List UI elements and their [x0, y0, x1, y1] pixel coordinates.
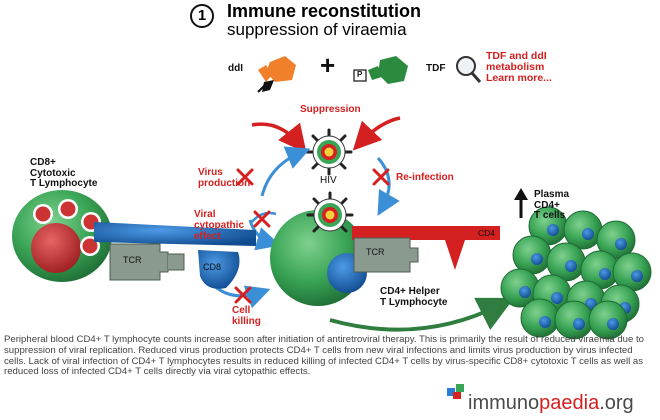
plasma-cd4-cell	[528, 206, 568, 246]
tdf-phosphate-label: P	[357, 70, 363, 79]
plasma-cd4-cell	[588, 300, 628, 340]
viral-cytopathic-line1: Viral	[194, 209, 216, 220]
cell-killing-line2: killing	[232, 316, 261, 327]
plasma-line1: Plasma	[534, 189, 570, 200]
hiv-virion-on-cell-icon	[306, 191, 354, 233]
cd4-receptor-label: CD4	[478, 228, 496, 238]
plasma-cd4-label: Plasma CD4+ T cells	[534, 189, 570, 222]
viral-cytopathic-line3: effect	[194, 231, 221, 242]
ddi-molecule-icon	[257, 56, 296, 93]
logo-part3: .org	[599, 392, 634, 414]
cd4-cell-label: CD4+ Helper T Lymphocyte	[380, 286, 447, 308]
viral-cytopathic-label: Viral cytopathic effect	[194, 209, 244, 242]
virus-production-label: Virus production	[198, 167, 250, 189]
suppression-label: Suppression	[300, 104, 361, 115]
cell-killing-line1: Cell	[232, 305, 251, 316]
cell-killing-label: Cell killing	[232, 305, 261, 327]
cd4-cell-line2: T Lymphocyte	[380, 297, 448, 308]
plasma-cd4-cell-cluster	[500, 206, 652, 340]
cytopathic-blocked-icon	[253, 210, 271, 228]
cd8-cell-line2: Cytotoxic	[30, 167, 76, 179]
logo-part1: immuno	[468, 392, 540, 414]
cell-killing-blocked-icon	[234, 286, 252, 304]
ddi-label: ddI	[228, 63, 243, 74]
tcr-right-receptor	[353, 237, 419, 273]
plasma-cd4-cell	[512, 235, 552, 275]
page-title: Immune reconstitution	[227, 1, 422, 21]
cd8-cell-line1: CD8+	[30, 157, 56, 168]
virus-production-line2: production	[198, 178, 251, 189]
reinfection-blocked-icon	[372, 168, 390, 186]
plus-sign: +	[320, 50, 336, 80]
suppression-arrow-left	[251, 122, 307, 154]
learn-more-line3: Learn more...	[486, 72, 552, 84]
learn-more-line1: TDF and ddI	[486, 50, 547, 62]
hiv-virion-icon	[305, 128, 353, 176]
learn-more-link[interactable]: TDF and ddI metabolism Learn more...	[486, 51, 552, 84]
cd4-receptor	[352, 226, 500, 270]
viral-cytopathic-arrow-2	[251, 211, 277, 223]
plasma-cd4-cell	[580, 250, 620, 290]
plasma-cd4-cell	[612, 252, 652, 292]
hiv-label: HIV	[320, 175, 337, 186]
cd8-cell-line3: T Lymphocyte	[30, 178, 98, 189]
tcr-left-receptor	[109, 243, 185, 281]
viral-cytopathic-line2: cytopathic	[194, 220, 245, 231]
virus-production-blocked-icon	[236, 168, 254, 186]
site-logo: immunopaedia.org	[468, 392, 634, 415]
logo-cubes-icon	[447, 384, 464, 399]
up-arrow-icon	[514, 188, 528, 218]
tcr-right-label: TCR	[366, 247, 385, 257]
cd8-cell-label: CD8+ Cytotoxic T Lymphocyte	[30, 157, 98, 190]
cd8-t-cell	[12, 190, 112, 282]
learn-more-line2: metabolism	[486, 61, 545, 73]
plasma-line2: CD4+	[534, 199, 560, 211]
increase-arrow	[329, 297, 515, 332]
caption-text: Peripheral blood CD4+ T lymphocyte count…	[4, 334, 644, 378]
reinfection-arrow	[376, 156, 400, 216]
plasma-cd4-cell	[520, 298, 560, 338]
logo-part2: paedia	[539, 392, 600, 414]
tcr-left-label: TCR	[123, 255, 142, 265]
reinfection-label: Re-infection	[396, 172, 454, 183]
page-subtitle: suppression of viraemia	[227, 20, 407, 39]
plasma-cd4-cell	[500, 268, 540, 308]
plasma-cd4-cell	[563, 210, 603, 250]
cd8-receptor	[94, 222, 256, 289]
viral-cytopathic-arrow	[248, 219, 281, 251]
magnifier-icon	[456, 56, 482, 83]
virus-production-line1: Virus	[198, 167, 223, 178]
virus-production-arrow	[260, 146, 311, 197]
cd4-cell-line1: CD4+ Helper	[380, 286, 440, 297]
plasma-cd4-cell	[596, 220, 636, 260]
step-number-badge: 1	[190, 4, 214, 28]
tdf-label: TDF	[426, 63, 446, 74]
tdf-molecule-icon	[353, 56, 408, 84]
plasma-line3: T cells	[534, 210, 566, 221]
cd8-receptor-label: CD8	[203, 262, 222, 272]
suppression-arrow-right	[352, 116, 401, 151]
